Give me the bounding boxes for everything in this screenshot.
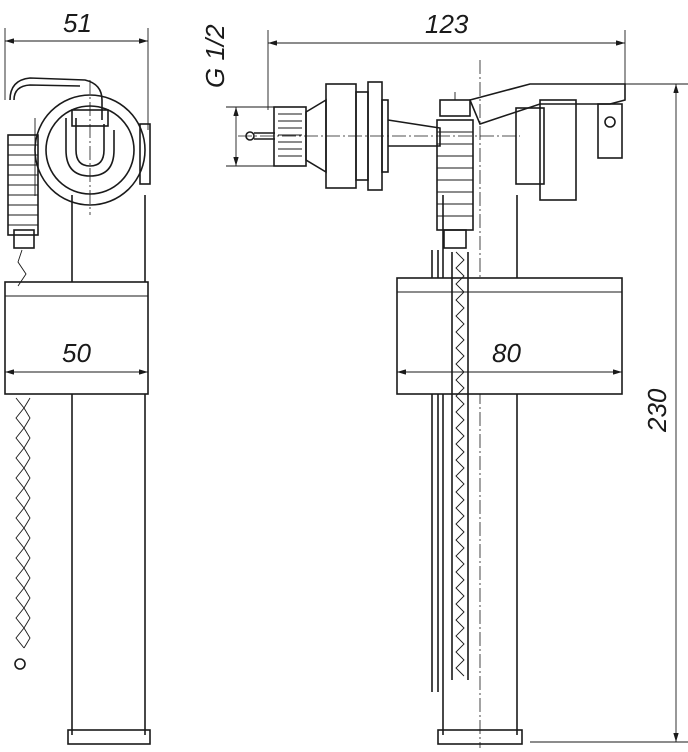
dim-230: 230 <box>530 83 688 743</box>
dim-label-80: 80 <box>492 338 521 368</box>
dim-123: 123 <box>267 9 626 110</box>
float-side: 50 <box>4 281 149 395</box>
spiral-rod <box>451 251 469 680</box>
inlet-fitting <box>238 81 520 191</box>
dim-label-thread: G 1/2 <box>200 24 230 88</box>
float-front: 80 <box>396 277 623 395</box>
tube-front <box>431 60 523 748</box>
float-arm-rack-side <box>7 134 39 249</box>
dim-51: 51 <box>4 8 149 130</box>
float-arm-rack-front <box>436 119 474 249</box>
side-view: 51 <box>4 8 151 745</box>
valve-body-front <box>387 83 626 201</box>
dim-thread: G 1/2 <box>200 24 300 167</box>
tube-side <box>67 195 151 745</box>
front-view: 123 G 1/2 <box>200 9 688 748</box>
dim-label-50: 50 <box>62 338 91 368</box>
dim-label-51: 51 <box>63 8 92 38</box>
dim-label-230: 230 <box>642 388 672 433</box>
chain-side <box>14 249 31 670</box>
valve-head-side <box>9 77 151 215</box>
dim-label-123: 123 <box>425 9 469 39</box>
